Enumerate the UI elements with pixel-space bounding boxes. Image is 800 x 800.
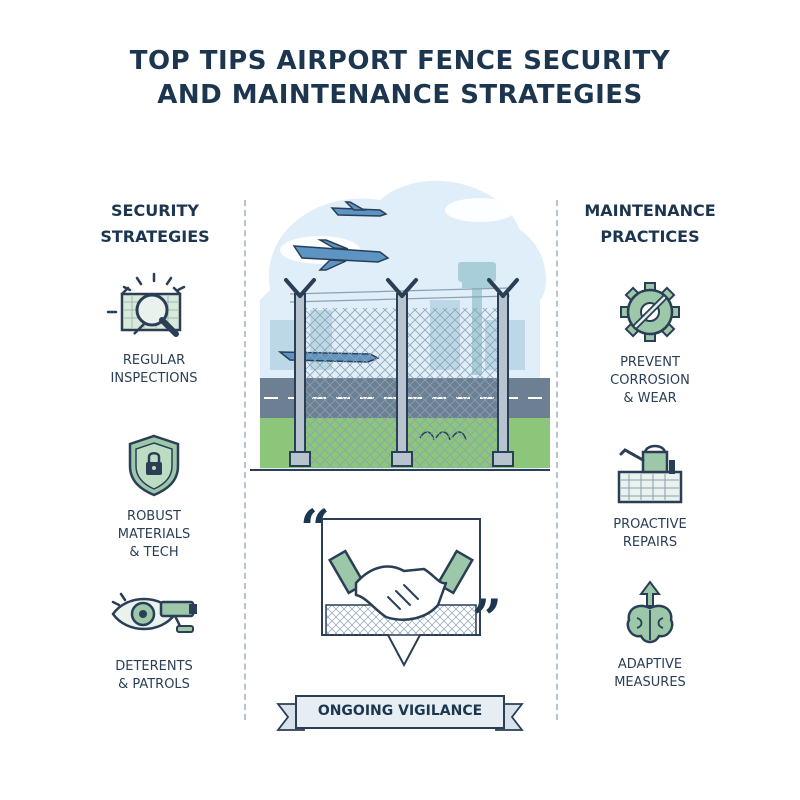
label-line: PROACTIVE bbox=[613, 517, 687, 532]
label-line: PREVENT bbox=[620, 355, 680, 370]
label-robust-materials: ROBUST MATERIALS & TECH bbox=[64, 508, 244, 562]
label-deterents-patrols: DETERENTS & PATROLS bbox=[64, 658, 244, 694]
label-line: & WEAR bbox=[623, 391, 677, 406]
maintenance-heading-line-1: MAINTENANCE bbox=[584, 201, 716, 220]
item-proactive-repairs: PROACTIVE REPAIRS bbox=[560, 440, 740, 552]
inspection-magnifier-icon bbox=[106, 272, 186, 337]
label-adaptive-measures: ADAPTIVE MEASURES bbox=[560, 656, 740, 692]
banner-label: ONGOING VIGILANCE bbox=[317, 703, 483, 719]
item-adaptive-measures: ADAPTIVE MEASURES bbox=[560, 580, 740, 692]
ongoing-vigilance-banner bbox=[276, 695, 524, 731]
maintenance-heading-line-2: PRACTICES bbox=[600, 227, 700, 246]
label-line: & TECH bbox=[129, 545, 179, 560]
label-prevent-corrosion: PREVENT CORROSION & WEAR bbox=[560, 354, 740, 408]
lock-shield-icon bbox=[128, 434, 180, 497]
item-deterents-patrols: DETERENTS & PATROLS bbox=[64, 582, 244, 694]
watering-can-fence-icon bbox=[617, 444, 683, 504]
title-line-2: AND MAINTENANCE STRATEGIES bbox=[157, 80, 643, 110]
label-line: REGULAR bbox=[122, 353, 186, 368]
label-line: & PATROLS bbox=[118, 677, 190, 692]
page-title: TOP TIPS AIRPORT FENCE SECURITY AND MAIN… bbox=[0, 44, 800, 112]
label-proactive-repairs: PROACTIVE REPAIRS bbox=[560, 516, 740, 552]
title-line-1: TOP TIPS AIRPORT FENCE SECURITY bbox=[129, 46, 671, 76]
security-heading-line-2: STRATEGIES bbox=[100, 227, 210, 246]
label-line: ROBUST bbox=[127, 509, 181, 524]
brain-arrow-icon bbox=[626, 580, 674, 644]
label-regular-inspections: REGULAR INSPECTIONS bbox=[64, 352, 244, 388]
item-prevent-corrosion: PREVENT CORROSION & WEAR bbox=[560, 280, 740, 408]
surveillance-eye-camera-icon bbox=[111, 592, 197, 633]
label-line: MEASURES bbox=[614, 675, 686, 690]
svg-text:“: “ bbox=[300, 505, 330, 560]
label-line: CORROSION bbox=[610, 373, 690, 388]
item-robust-materials: ROBUST MATERIALS & TECH bbox=[64, 432, 244, 562]
label-line: ADAPTIVE bbox=[617, 657, 683, 672]
security-heading-line-1: SECURITY bbox=[111, 201, 199, 220]
left-divider bbox=[244, 200, 246, 720]
right-divider bbox=[556, 200, 558, 720]
label-line: DETERENTS bbox=[115, 659, 193, 674]
airport-fence-scene-illustration bbox=[250, 180, 550, 471]
label-line: INSPECTIONS bbox=[110, 371, 198, 386]
label-line: REPAIRS bbox=[622, 535, 678, 550]
svg-text:”: ” bbox=[472, 589, 502, 650]
gear-wrench-icon bbox=[620, 282, 680, 342]
label-line: MATERIALS bbox=[117, 527, 191, 542]
item-regular-inspections: REGULAR INSPECTIONS bbox=[64, 272, 244, 388]
handshake-quote-icon: “ ” bbox=[300, 505, 502, 668]
maintenance-practices-heading: MAINTENANCE PRACTICES bbox=[560, 198, 740, 250]
security-strategies-heading: SECURITY STRATEGIES bbox=[70, 198, 240, 250]
